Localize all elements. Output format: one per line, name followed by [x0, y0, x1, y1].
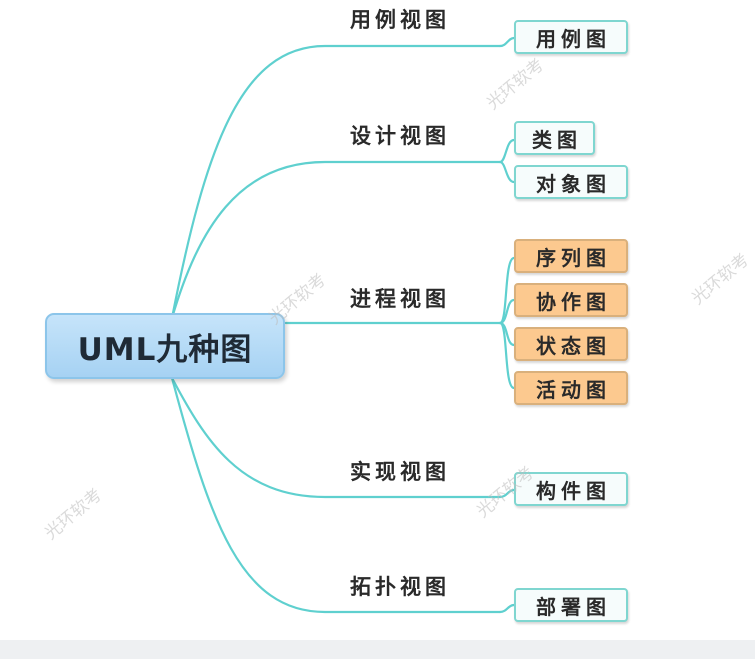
leaf-class-diagram: 类图: [514, 121, 595, 155]
leaf-activity-diagram: 活动图: [514, 371, 628, 405]
view-label-process: 进程视图: [350, 286, 450, 311]
leaf-object-diagram: 对象图: [514, 165, 628, 199]
branch-line-design: [170, 160, 502, 320]
bottom-band: [0, 640, 755, 659]
leaf-link: [498, 138, 516, 164]
branch-line-topology: [170, 376, 502, 614]
root-node: UML九种图: [45, 313, 285, 379]
leaf-state-diagram: 状态图: [514, 327, 628, 361]
leaf-link: [498, 321, 516, 390]
leaf-component-diagram: 构件图: [514, 472, 628, 506]
leaf-link: [498, 36, 516, 48]
leaf-collaboration-diagram: 协作图: [514, 283, 628, 317]
leaf-sequence-diagram: 序列图: [514, 239, 628, 273]
leaf-link: [498, 488, 516, 499]
leaf-deployment-diagram: 部署图: [514, 588, 628, 622]
leaf-link: [498, 160, 516, 184]
view-label-implementation: 实现视图: [350, 459, 450, 484]
leaf-link: [498, 603, 516, 614]
branch-line-use-case: [170, 44, 502, 320]
view-label-design: 设计视图: [350, 123, 450, 148]
branch-line-implementation: [170, 376, 502, 499]
view-label-topology: 拓扑视图: [350, 574, 450, 599]
view-label-use-case: 用例视图: [350, 7, 450, 32]
leaf-use-case-diagram: 用例图: [514, 20, 628, 54]
